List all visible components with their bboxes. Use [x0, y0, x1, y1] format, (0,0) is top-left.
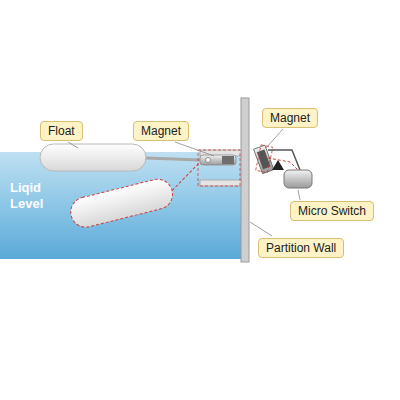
- leader-lines: [68, 129, 300, 236]
- swing-range: [198, 150, 240, 186]
- holder-arm: [200, 180, 241, 186]
- magnet-core: [222, 156, 234, 164]
- area-label: Liqid Level: [10, 180, 60, 211]
- micro-switch: [284, 170, 312, 188]
- part-label: Magnet: [133, 121, 189, 141]
- part-label: Magnet: [262, 108, 318, 128]
- float: [40, 144, 146, 171]
- part-label: Float: [40, 121, 83, 141]
- part-label: Micro Switch: [290, 201, 374, 221]
- partition-wall: [241, 98, 249, 262]
- float-lower: [66, 162, 209, 230]
- switch-lever: [268, 150, 300, 170]
- magnet: [200, 155, 236, 165]
- lever-fulcrum: [272, 160, 284, 170]
- part-label: Partition Wall: [258, 238, 344, 258]
- pivot: [206, 158, 211, 163]
- float-rod: [146, 158, 200, 160]
